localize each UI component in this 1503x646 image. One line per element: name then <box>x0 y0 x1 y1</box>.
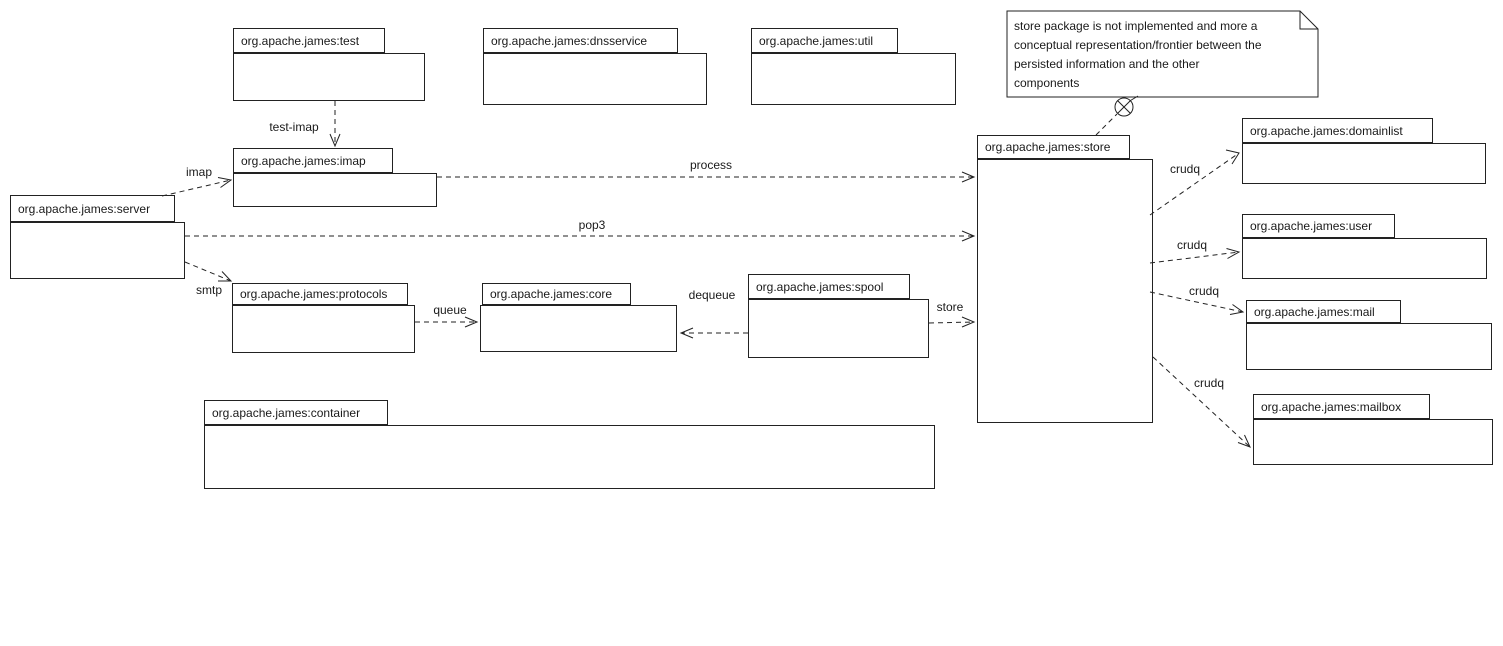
edge-store-mailbox-crudq <box>1152 356 1251 448</box>
edge-spool-store <box>928 316 976 328</box>
package-protocols-body[interactable] <box>232 305 415 353</box>
package-mail-body[interactable] <box>1246 323 1492 370</box>
package-user-tab[interactable]: org.apache.james:user <box>1242 214 1395 238</box>
edge-protocols-core-queue <box>415 316 479 328</box>
package-user-body[interactable] <box>1242 238 1487 279</box>
package-dnsservice-body[interactable] <box>483 53 707 105</box>
package-test-body[interactable] <box>233 53 425 101</box>
package-mail-tab[interactable]: org.apache.james:mail <box>1246 300 1401 323</box>
package-domainlist-tab[interactable]: org.apache.james:domainlist <box>1242 118 1433 143</box>
package-dnsservice-tab[interactable]: org.apache.james:dnsservice <box>483 28 678 53</box>
edge-test-imap <box>329 101 341 148</box>
edge-imap-store-process <box>437 171 976 183</box>
edge-label-dequeue: dequeue <box>688 288 736 302</box>
edge-label-process: process <box>689 158 733 172</box>
note-line: persisted information and the other <box>1014 57 1200 71</box>
note-anchor <box>1095 95 1139 136</box>
edge-label-imap: imap <box>185 165 213 179</box>
edge-label-crudq-user: crudq <box>1176 238 1208 252</box>
note-line: conceptual representation/frontier betwe… <box>1014 38 1262 52</box>
package-imap-tab[interactable]: org.apache.james:imap <box>233 148 393 173</box>
package-core-tab[interactable]: org.apache.james:core <box>482 283 631 305</box>
edge-label-crudq-mailbox: crudq <box>1193 376 1225 390</box>
edge-server-store-pop3 <box>185 230 976 242</box>
package-spool-body[interactable] <box>748 299 929 358</box>
note[interactable]: store package is not implemented and mor… <box>1014 17 1314 93</box>
package-protocols-tab[interactable]: org.apache.james:protocols <box>232 283 408 305</box>
package-container-tab[interactable]: org.apache.james:container <box>204 400 388 425</box>
note-line: store package is not implemented and mor… <box>1014 19 1258 33</box>
edge-store-domainlist-crudq <box>1149 149 1240 216</box>
package-container-body[interactable] <box>204 425 935 489</box>
package-server-tab[interactable]: org.apache.james:server <box>10 195 175 222</box>
package-server-body[interactable] <box>10 222 185 279</box>
edge-server-protocols-smtp <box>184 261 233 282</box>
package-store-body[interactable] <box>977 159 1153 423</box>
edge-label-queue: queue <box>433 303 467 317</box>
package-store-tab[interactable]: org.apache.james:store <box>977 135 1130 159</box>
package-util-tab[interactable]: org.apache.james:util <box>751 28 898 53</box>
package-domainlist-body[interactable] <box>1242 143 1486 184</box>
edge-label-pop3: pop3 <box>578 218 606 232</box>
edge-label-crudq-mail: crudq <box>1188 284 1220 298</box>
package-imap-body[interactable] <box>233 173 437 207</box>
package-core-body[interactable] <box>480 305 677 352</box>
edge-label-smtp: smtp <box>195 283 223 297</box>
edge-label-store: store <box>936 300 964 314</box>
package-mailbox-tab[interactable]: org.apache.james:mailbox <box>1253 394 1430 419</box>
edge-server-imap <box>161 177 233 197</box>
package-test-tab[interactable]: org.apache.james:test <box>233 28 385 53</box>
package-spool-tab[interactable]: org.apache.james:spool <box>748 274 910 299</box>
note-line: components <box>1014 76 1080 90</box>
package-mailbox-body[interactable] <box>1253 419 1493 465</box>
edge-spool-core-dequeue <box>679 327 748 339</box>
edge-label-crudq-domainlist: crudq <box>1169 162 1201 176</box>
package-util-body[interactable] <box>751 53 956 105</box>
edge-label-test-imap: test-imap <box>269 120 319 134</box>
